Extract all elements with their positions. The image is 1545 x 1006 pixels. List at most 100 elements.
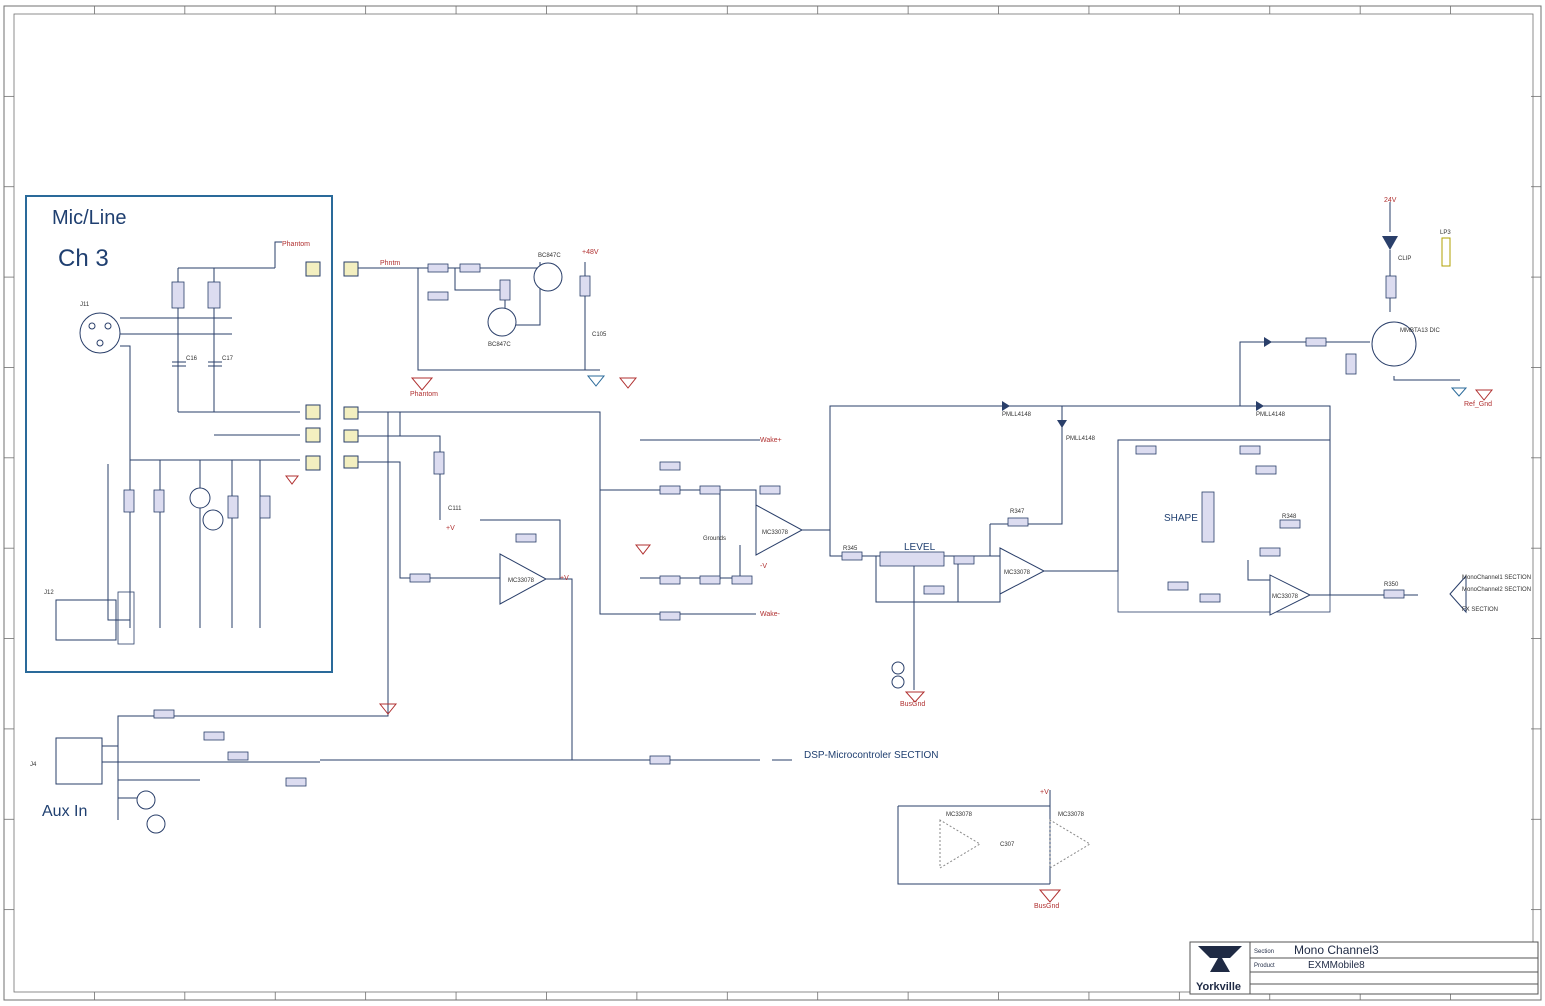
vminus-net: -V [760,563,767,570]
resistor-icon [923,585,945,595]
phantom-ground-net: Phantom [410,391,438,398]
level-label: LEVEL [904,542,936,553]
resistor-icon [659,575,681,585]
test-point-icon [305,427,321,443]
vplus-net-power: +V [1040,789,1049,796]
resistor-icon [1345,353,1357,375]
opamp-icon [999,547,1046,595]
dsp-section-label: DSP-Microcontroler SECTION [804,750,938,761]
phantom-net: Phantom [282,241,310,248]
jack-wires [107,460,261,628]
test-point-icon [305,404,321,420]
sheet-inner-border [13,13,1534,993]
resistor-icon [1007,517,1029,527]
diode-icon [1002,401,1010,411]
d34-label: PMLL4148 [1002,412,1032,418]
wake-minus-net: Wake- [760,611,781,618]
c307-label: C307 [1000,842,1015,848]
transistor-icon [533,262,563,292]
busgnd-net-power: BusGnd [1034,903,1059,910]
resistor-icon [203,731,225,741]
xlr-connector-icon [79,312,121,354]
resistor-icon [699,575,721,585]
resistor-icon [649,755,671,765]
test-point-icon [343,406,359,420]
resistor-icon [285,777,307,787]
u1-label: MC33078 [762,530,789,536]
vplus-net: +V [446,525,455,532]
jack-connector-icon [55,599,117,641]
fx-net: FX SECTION [1462,607,1498,613]
resistor-icon [659,611,681,621]
shape-pot-icon [1201,491,1215,543]
d33-label: PMLL4148 [1066,436,1096,442]
r348-label: R348 [1282,514,1297,520]
resistor-icon [1135,445,1157,455]
u3-label: MC33078 [1272,594,1299,600]
ground-icon [285,475,299,485]
q31-label: MMBTA13 DIC [1400,328,1441,334]
shape-stage: SHAPE R348 MC33078 R350 MonoChannel1 SEC… [1117,439,1531,616]
resistor-icon [123,489,135,513]
v48-net: +48V [582,249,599,256]
c105-label: C105 [592,332,607,338]
resistor-icon [731,575,753,585]
section-field-value: Mono Channel3 [1294,943,1379,957]
led-icon [891,675,905,689]
clip-led-icon [1382,236,1398,250]
phantom-wires [177,267,300,436]
opamp-icon [1269,574,1312,616]
aux-wires [102,692,389,820]
test-point-icon [305,455,321,471]
resistor-icon [153,709,175,719]
opamp-power-icon [939,819,981,869]
test-point-icon [343,261,359,277]
ground-icon [378,703,398,715]
diode-icon [1057,420,1067,428]
resistor-icon [259,495,271,519]
r347-label: R347 [1010,509,1025,515]
output-bus-arrow-icon [1449,574,1467,614]
resistor-icon [227,495,239,519]
busgnd-net: BusGnd [900,701,925,708]
resistor-icon [953,555,975,565]
level-pot-icon [879,551,945,567]
lp3-label: LP3 [1440,230,1451,236]
mic-line-block: Mic/Line Ch 3 J11 C16 C17 J12 [25,195,333,673]
r345-label: R345 [843,546,858,552]
preamp-stage: C111 +V MC33078 +V [343,406,640,760]
product-field-value: EXMMobile8 [1308,960,1365,971]
mono2-net: MonoChannel2 SECTION [1462,587,1531,593]
c16-label: C16 [186,356,198,362]
resistor-icon [171,281,185,309]
yorkville-logo-icon [1198,946,1242,972]
mono1-net: MonoChannel1 SECTION [1462,575,1531,581]
ground-icon [634,544,652,555]
r350-label: R350 [1384,582,1399,588]
xlr-pin-icon [96,339,104,347]
resistor-icon [659,485,681,495]
ground-icon [904,691,926,703]
jack-pins-icon [117,591,135,645]
test-point-icon [343,429,359,443]
clip-wires [1239,202,1460,406]
preamp-wires [358,411,640,615]
resistor-icon [499,279,511,301]
opamp-power-icon [1049,819,1091,869]
q-top-label: BC847C [538,253,561,259]
resistor-icon [227,751,249,761]
resistor-icon [1385,275,1397,299]
c17-label: C17 [222,356,234,362]
title-block: Yorkville Section Mono Channel3 Product … [1189,941,1539,995]
wake-wires [640,439,760,615]
wake-plus-net: Wake+ [760,437,782,444]
ground-icon [1450,387,1468,397]
surge-protector-icon [136,790,156,810]
level-stage: LEVEL BusGnd MC33078 R347 R345 PMLL4148 … [841,401,1330,708]
diode-icon [1256,401,1264,411]
resistor-icon [1279,519,1301,529]
resistor-icon [841,551,863,561]
c111-label: C111 [448,506,462,512]
surge-protector-icon [202,509,224,531]
